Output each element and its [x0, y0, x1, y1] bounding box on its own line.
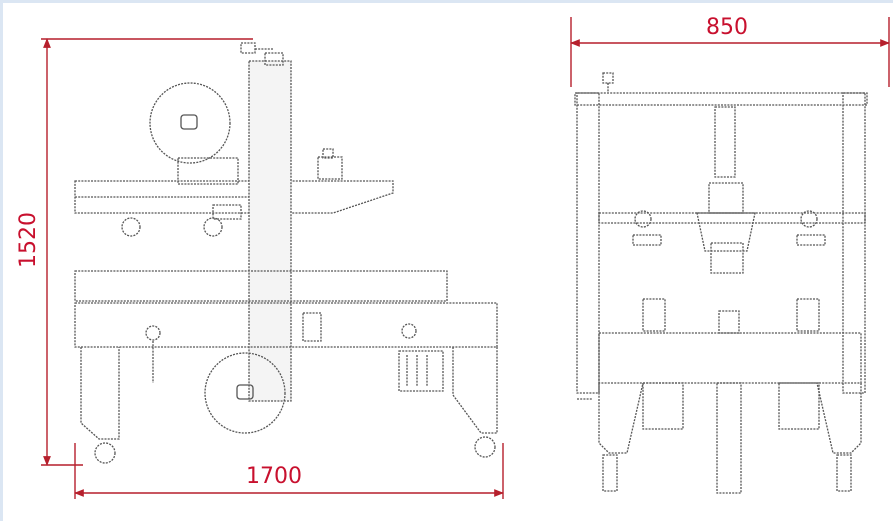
guide-wheel	[203, 217, 223, 237]
left-lower-leg	[598, 382, 644, 454]
top-beam	[574, 92, 868, 106]
front-view: 850	[570, 15, 890, 494]
technical-drawing: 1520 1700	[16, 15, 890, 499]
right-lower-leg	[816, 382, 862, 454]
guide-wheel	[121, 217, 141, 237]
motor	[398, 350, 444, 392]
height-label: 1520	[16, 212, 41, 268]
left-post	[576, 92, 600, 394]
caster-left	[94, 442, 116, 464]
length-dimension	[74, 443, 504, 499]
caster-right-front	[836, 454, 852, 492]
side-view: 1520 1700	[16, 38, 504, 499]
reel-hub	[180, 114, 198, 130]
caster-right	[474, 436, 496, 458]
height-dimension	[41, 38, 253, 466]
length-label: 1700	[246, 464, 302, 489]
right-leg	[452, 347, 498, 434]
tape-reel	[149, 82, 231, 164]
width-label: 850	[706, 15, 748, 40]
cross-beam	[598, 212, 866, 224]
top-flap-folder	[74, 180, 394, 214]
caster-left-front	[602, 454, 618, 492]
main-frame	[74, 302, 498, 348]
top-knob-box	[317, 156, 343, 180]
top-head	[714, 106, 736, 178]
lower-tape-reel	[204, 352, 286, 434]
right-post	[842, 92, 866, 394]
center-table	[598, 332, 862, 384]
width-dimension	[570, 17, 890, 87]
left-leg	[80, 347, 120, 440]
vertical-column	[248, 60, 292, 402]
tape-head	[177, 157, 239, 185]
bottom-roller	[716, 382, 742, 494]
conveyor-bed	[74, 270, 448, 302]
